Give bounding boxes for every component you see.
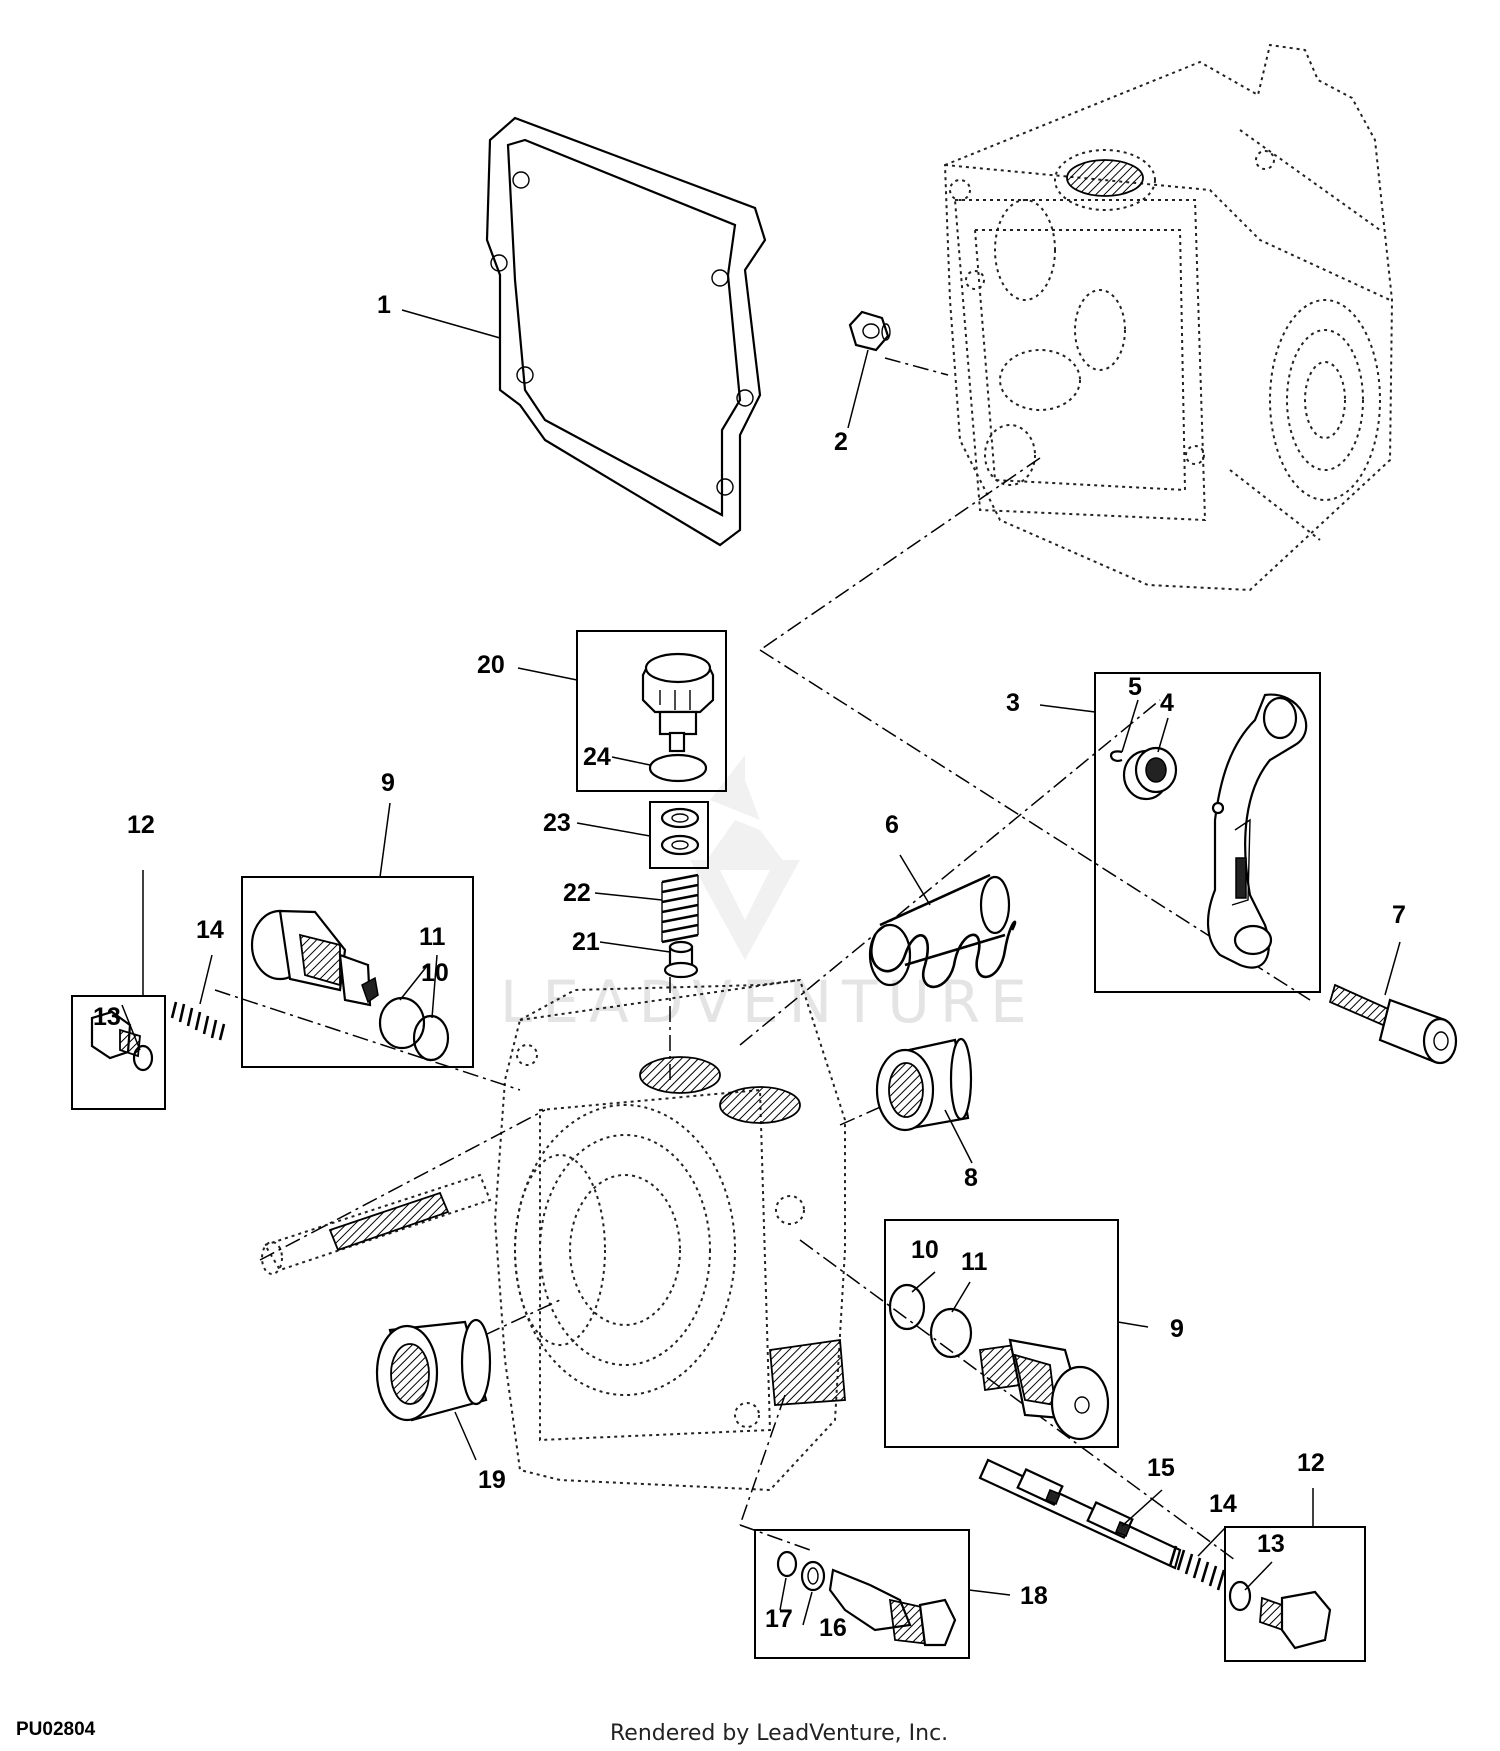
callout-3: 3	[1006, 689, 1020, 717]
part-21-poppet	[663, 940, 699, 979]
part-7-pin	[1328, 983, 1458, 1065]
part-8-bearing	[875, 1037, 973, 1132]
callout-9-left: 9	[381, 769, 395, 797]
leader-lines	[121, 309, 1401, 1626]
part-3-arm	[1206, 693, 1308, 969]
callout-21: 21	[572, 928, 600, 956]
callout-19: 19	[478, 1466, 506, 1494]
watermark-logo	[690, 755, 800, 960]
part-10-o-ring-right	[888, 1283, 926, 1331]
part-2-nut	[848, 310, 891, 352]
part-12-plug-right	[1259, 1590, 1332, 1650]
part-23-washers	[660, 807, 700, 856]
callout-12-left: 12	[127, 811, 155, 839]
kit-box-18	[754, 1529, 970, 1659]
part-13-washer-right	[1228, 1580, 1252, 1612]
kit-box-9-right	[884, 1219, 1119, 1448]
part-17-o-ring	[776, 1550, 798, 1578]
callout-7: 7	[1392, 901, 1406, 929]
part-20-plug	[641, 652, 715, 753]
part-14-spring-right	[1168, 1545, 1226, 1591]
part-16-backup-ring	[800, 1560, 826, 1592]
callout-2: 2	[834, 428, 848, 456]
kit-box-12-right	[1224, 1526, 1366, 1662]
part-9-valve-left	[250, 909, 379, 1007]
part-13-washer-left	[132, 1044, 154, 1072]
part-6-spring	[868, 873, 1017, 989]
kit-box-9-left	[241, 876, 474, 1068]
part-9-valve-right	[978, 1338, 1110, 1441]
callout-24: 24	[583, 743, 611, 771]
callout-10-right: 10	[911, 1236, 939, 1264]
callout-15: 15	[1147, 1454, 1175, 1482]
center-section	[261, 978, 846, 1492]
callout-13-left: 13	[93, 1003, 121, 1031]
callout-11-right: 11	[961, 1248, 988, 1276]
callout-17: 17	[765, 1605, 793, 1633]
callout-22: 22	[563, 879, 591, 907]
kit-box-23	[649, 801, 709, 869]
callout-5: 5	[1128, 673, 1142, 701]
callout-18: 18	[1020, 1582, 1048, 1610]
callout-12-right: 12	[1297, 1449, 1325, 1477]
callout-14-left: 14	[196, 916, 224, 944]
callout-8: 8	[964, 1164, 978, 1192]
callout-14-right: 14	[1209, 1490, 1237, 1518]
part-15-spool	[978, 1458, 1182, 1570]
part-1-gasket	[485, 116, 767, 547]
callout-9-right: 9	[1170, 1315, 1184, 1343]
part-4-bearing	[1122, 746, 1178, 801]
kit-box-12-left	[71, 995, 166, 1110]
callout-6: 6	[885, 811, 899, 839]
callout-11-left: 11	[419, 923, 446, 951]
part-11-o-ring-right	[929, 1307, 973, 1359]
callout-4: 4	[1160, 689, 1174, 717]
part-18-cartridge	[828, 1568, 957, 1647]
callout-10-left: 10	[421, 959, 449, 987]
part-5-retaining-ring	[1110, 750, 1123, 763]
watermark-text: LEADVENTURE	[500, 968, 1037, 1036]
callout-20: 20	[477, 651, 505, 679]
callouts: 1 2 3 4 5 6 7 8 9 9 10 10 11 11 12 12 13…	[93, 291, 1406, 1642]
callout-13-right: 13	[1257, 1530, 1285, 1558]
figure-id: PU02804	[16, 1719, 96, 1740]
kit-box-20	[576, 630, 727, 792]
kit-box-3	[1094, 672, 1321, 993]
part-10-o-ring-left	[412, 1014, 450, 1062]
part-14-spring-left	[170, 1001, 226, 1041]
part-24-o-ring	[648, 753, 708, 783]
part-19-bearing	[375, 1318, 492, 1422]
render-credit: Rendered by LeadVenture, Inc.	[610, 1721, 948, 1746]
pump-housing	[943, 43, 1394, 592]
callout-23: 23	[543, 809, 571, 837]
callout-16: 16	[819, 1614, 847, 1642]
part-22-spring	[661, 873, 699, 944]
callout-1: 1	[377, 291, 391, 319]
